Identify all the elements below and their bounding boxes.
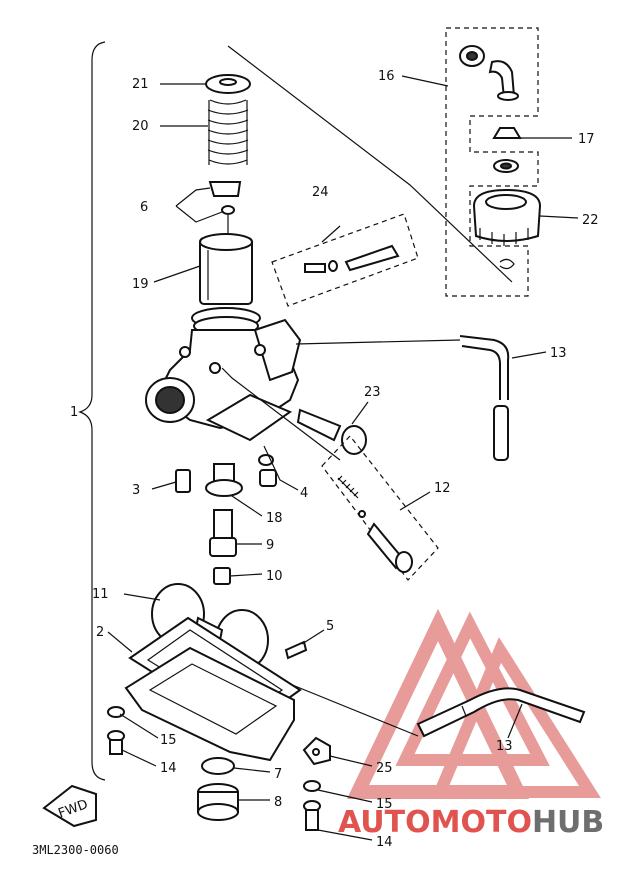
part-9-needle-jet xyxy=(209,509,237,557)
callout-group-1: 1 xyxy=(70,405,78,420)
part-14-screw-left xyxy=(107,730,125,755)
leader-3 xyxy=(151,481,177,490)
callout-7: 7 xyxy=(274,767,282,782)
leader-10 xyxy=(229,573,263,577)
leader-16 xyxy=(401,75,449,87)
part-8-drain-plug xyxy=(197,783,239,821)
part-22-top-cap xyxy=(472,188,542,246)
callout-2: 2 xyxy=(96,625,104,640)
leader-5 xyxy=(301,629,325,645)
callout-11: 11 xyxy=(92,587,109,602)
part-16-clip xyxy=(499,258,515,270)
part-13-upper-hose xyxy=(459,335,510,461)
leader-13-upper xyxy=(511,351,547,359)
callout-22: 22 xyxy=(582,213,599,228)
part-4-pilot-jet xyxy=(258,454,277,487)
body-to-13-line xyxy=(295,339,461,345)
guide-line-top xyxy=(227,45,513,283)
part-13-lower-hose xyxy=(416,687,586,738)
leader-2 xyxy=(107,631,133,653)
leader-7 xyxy=(233,767,271,773)
leader-22 xyxy=(539,215,579,219)
part-24-kit xyxy=(271,213,419,307)
part-14-screw-right xyxy=(303,800,321,831)
callout-21: 21 xyxy=(132,77,149,92)
callout-17: 17 xyxy=(578,132,595,147)
callout-13-lower: 13 xyxy=(496,739,513,754)
leader-24 xyxy=(321,225,341,243)
carburetor-body xyxy=(145,307,302,442)
callout-20: 20 xyxy=(132,119,149,134)
callout-3: 3 xyxy=(132,483,140,498)
callout-6: 6 xyxy=(140,200,148,215)
callout-12: 12 xyxy=(434,481,451,496)
callout-13-upper: 13 xyxy=(550,346,567,361)
leader-4 xyxy=(263,445,299,491)
part-18-jet-holder xyxy=(205,463,243,497)
watermark-text-main: AUTOMOTO xyxy=(338,805,532,840)
leader-25 xyxy=(329,755,373,767)
float-bowl xyxy=(124,646,419,762)
leader-19 xyxy=(153,265,201,283)
part-6-plate xyxy=(208,181,242,215)
leader-18 xyxy=(231,495,263,517)
leader-23 xyxy=(351,401,369,425)
part-16-group xyxy=(445,27,539,297)
callout-15-right: 15 xyxy=(376,797,393,812)
part-5-pin xyxy=(284,640,308,660)
callout-16: 16 xyxy=(378,69,395,84)
callout-15-left: 15 xyxy=(160,733,177,748)
callout-14-left: 14 xyxy=(160,761,177,776)
body-to-12-line xyxy=(221,367,341,461)
part-code: 3ML2300-0060 xyxy=(32,843,119,857)
callout-4: 4 xyxy=(300,486,308,501)
part-17-nut xyxy=(492,127,522,173)
leader-15-left xyxy=(119,713,159,739)
callout-9: 9 xyxy=(266,538,274,553)
callout-5: 5 xyxy=(326,619,334,634)
part-20-spring xyxy=(207,99,249,165)
callout-25: 25 xyxy=(376,761,393,776)
callout-19: 19 xyxy=(132,277,149,292)
part-7-o-ring xyxy=(201,757,235,775)
leader-11 xyxy=(123,593,161,601)
part-23-screw xyxy=(296,408,367,455)
callout-10: 10 xyxy=(266,569,283,584)
leader-15-right xyxy=(317,789,373,803)
part-25-bracket xyxy=(302,736,331,766)
callout-8: 8 xyxy=(274,795,282,810)
leader-14-right xyxy=(317,829,373,841)
watermark-text: AUTOMOTOHUB xyxy=(338,805,604,840)
assembly-bracket xyxy=(78,41,106,781)
fwd-arrow-icon xyxy=(42,784,97,828)
part-10-main-jet xyxy=(213,567,231,585)
part-21-cap xyxy=(205,74,251,94)
leader-6 xyxy=(175,187,223,223)
watermark-text-accent: HUB xyxy=(532,805,604,840)
part-15-washer-right xyxy=(303,780,321,792)
callout-18: 18 xyxy=(266,511,283,526)
callout-23: 23 xyxy=(364,385,381,400)
part-19-throttle-valve xyxy=(199,233,253,305)
part-3-jet xyxy=(175,469,191,493)
callout-24: 24 xyxy=(312,185,329,200)
part-12-kit xyxy=(321,435,439,581)
leader-12 xyxy=(399,491,431,511)
leader-13-lower xyxy=(507,703,523,739)
leader-14-left xyxy=(121,749,157,767)
callout-14-right: 14 xyxy=(376,835,393,850)
